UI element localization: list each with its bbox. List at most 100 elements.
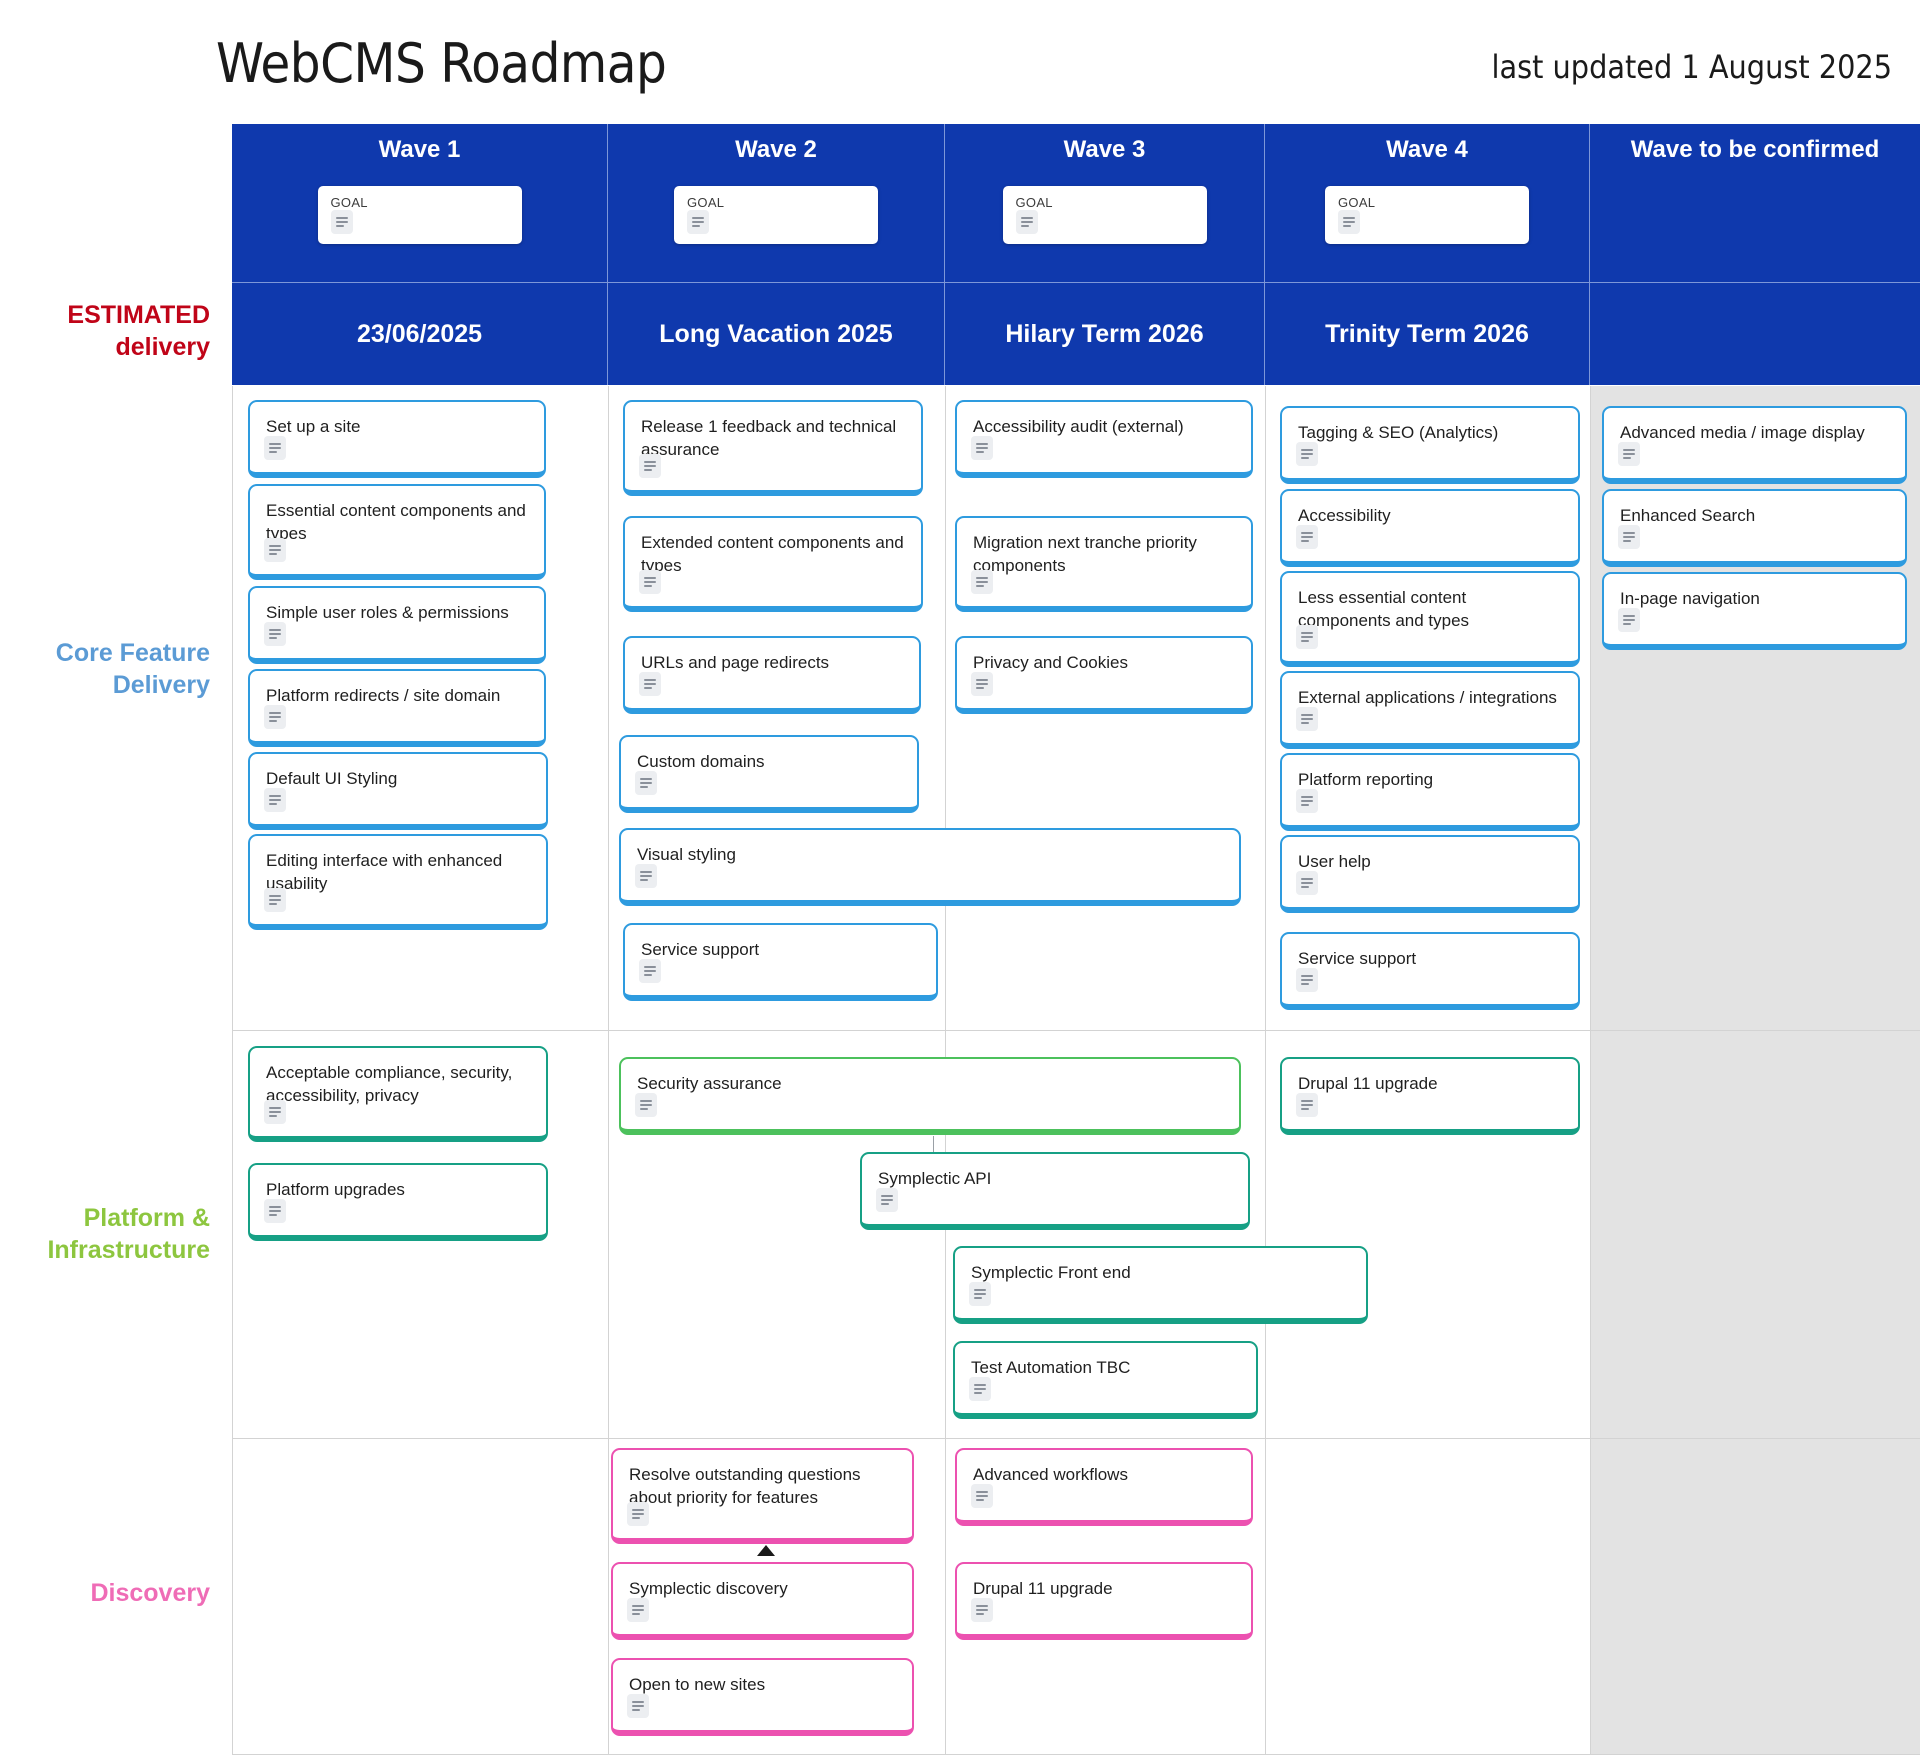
- card-set-up-a-site[interactable]: Set up a site: [248, 400, 546, 478]
- card-title: Enhanced Search: [1620, 506, 1756, 525]
- card-drupal-11-upgrade-discovery[interactable]: Drupal 11 upgrade: [955, 1562, 1253, 1640]
- card-title: Symplectic Front end: [971, 1263, 1131, 1282]
- card-platform-redirects[interactable]: Platform redirects / site domain: [248, 669, 546, 747]
- notes-icon: [639, 672, 661, 696]
- notes-icon: [264, 705, 286, 729]
- row-label-core-line1: Core Feature: [55, 639, 210, 667]
- card-title: Accessibility audit (external): [973, 417, 1184, 436]
- wave-header-tbc: Wave to be confirmed: [1590, 124, 1920, 282]
- card-extended-content-components[interactable]: Extended content components and types: [623, 516, 923, 612]
- card-release-1-feedback[interactable]: Release 1 feedback and technical assuran…: [623, 400, 923, 496]
- card-migration-next-tranche[interactable]: Migration next tranche priority componen…: [955, 516, 1253, 612]
- notes-icon: [969, 1282, 991, 1306]
- wave-title-4: Wave 4: [1386, 136, 1468, 163]
- card-enhanced-search[interactable]: Enhanced Search: [1602, 489, 1907, 567]
- goal-card-wave-1[interactable]: GOAL: [317, 186, 522, 244]
- card-service-support-wave4[interactable]: Service support: [1280, 932, 1580, 1010]
- grid-left-edge: [232, 386, 233, 1755]
- card-in-page-navigation[interactable]: In-page navigation: [1602, 572, 1907, 650]
- card-security-assurance[interactable]: Security assurance: [619, 1057, 1241, 1135]
- card-tagging-and-seo[interactable]: Tagging & SEO (Analytics): [1280, 406, 1580, 484]
- card-title: External applications / integrations: [1298, 688, 1557, 707]
- card-open-to-new-sites[interactable]: Open to new sites: [611, 1658, 914, 1736]
- card-essential-content-components[interactable]: Essential content components and types: [248, 484, 546, 580]
- wave-delivery-4: Trinity Term 2026: [1265, 282, 1590, 385]
- notes-icon: [1618, 525, 1640, 549]
- card-title: Service support: [1298, 949, 1417, 968]
- card-title: Platform reporting: [1298, 770, 1434, 789]
- card-title: Service support: [641, 940, 760, 959]
- notes-icon: [264, 436, 286, 460]
- grid-row-separator-platform-discovery: [232, 1438, 1920, 1439]
- notes-icon: [639, 454, 661, 478]
- card-title: Less essential content components and ty…: [1298, 588, 1470, 630]
- card-simple-user-roles[interactable]: Simple user roles & permissions: [248, 586, 546, 664]
- card-service-support-wave2[interactable]: Service support: [623, 923, 938, 1001]
- notes-icon: [264, 622, 286, 646]
- card-title: User help: [1298, 852, 1371, 871]
- card-accessibility[interactable]: Accessibility: [1280, 489, 1580, 567]
- row-label-estimated-delivery: ESTIMATED delivery: [10, 300, 210, 363]
- card-title: Essential content components and types: [266, 501, 526, 543]
- goal-card-wave-2[interactable]: GOAL: [674, 186, 878, 244]
- card-title: Resolve outstanding questions about prio…: [629, 1465, 861, 1507]
- card-title: Custom domains: [637, 752, 765, 771]
- wave-header-4: Wave 4 GOAL: [1265, 124, 1590, 282]
- card-less-essential-content[interactable]: Less essential content components and ty…: [1280, 571, 1580, 667]
- card-symplectic-api[interactable]: Symplectic API: [860, 1152, 1250, 1230]
- card-platform-reporting[interactable]: Platform reporting: [1280, 753, 1580, 831]
- card-privacy-and-cookies[interactable]: Privacy and Cookies: [955, 636, 1253, 714]
- card-editing-interface[interactable]: Editing interface with enhanced usabilit…: [248, 834, 548, 930]
- card-symplectic-front-end[interactable]: Symplectic Front end: [953, 1246, 1368, 1324]
- notes-icon: [1338, 210, 1360, 234]
- card-default-ui-styling[interactable]: Default UI Styling: [248, 752, 548, 830]
- card-resolve-outstanding-questions[interactable]: Resolve outstanding questions about prio…: [611, 1448, 914, 1544]
- wave-header-2: Wave 2 GOAL: [608, 124, 945, 282]
- card-symplectic-discovery[interactable]: Symplectic discovery: [611, 1562, 914, 1640]
- card-drupal-11-upgrade-platform[interactable]: Drupal 11 upgrade: [1280, 1057, 1580, 1135]
- card-title: Drupal 11 upgrade: [973, 1579, 1113, 1598]
- card-title: Tagging & SEO (Analytics): [1298, 423, 1499, 442]
- card-external-applications[interactable]: External applications / integrations: [1280, 671, 1580, 749]
- card-visual-styling[interactable]: Visual styling: [619, 828, 1241, 906]
- wave-delivery-tbc: [1590, 282, 1920, 385]
- notes-icon: [627, 1598, 649, 1622]
- row-label-platform-line1: Platform &: [83, 1204, 210, 1232]
- row-label-discovery-text: Discovery: [90, 1579, 210, 1607]
- card-urls-and-page-redirects[interactable]: URLs and page redirects: [623, 636, 921, 714]
- card-title: Advanced media / image display: [1620, 423, 1865, 442]
- card-test-automation-tbc[interactable]: Test Automation TBC: [953, 1341, 1258, 1419]
- card-title: Drupal 11 upgrade: [1298, 1074, 1438, 1093]
- wave-delivery-2: Long Vacation 2025: [608, 282, 945, 385]
- card-custom-domains[interactable]: Custom domains: [619, 735, 919, 813]
- card-platform-upgrades[interactable]: Platform upgrades: [248, 1163, 548, 1241]
- card-title: Migration next tranche priority componen…: [973, 533, 1197, 575]
- row-label-estimated-line1: ESTIMATED: [67, 301, 210, 329]
- card-user-help[interactable]: User help: [1280, 835, 1580, 913]
- card-title: Symplectic discovery: [629, 1579, 788, 1598]
- card-title: Platform upgrades: [266, 1180, 405, 1199]
- notes-icon: [639, 959, 661, 983]
- notes-icon: [635, 1093, 657, 1117]
- notes-icon: [1296, 871, 1318, 895]
- goal-card-wave-3[interactable]: GOAL: [1002, 186, 1207, 244]
- grid-column-separator-3: [1265, 386, 1266, 1755]
- goal-card-wave-4[interactable]: GOAL: [1325, 186, 1529, 244]
- row-label-discovery: Discovery: [10, 1578, 210, 1610]
- notes-icon: [971, 1598, 993, 1622]
- card-acceptable-compliance[interactable]: Acceptable compliance, security, accessi…: [248, 1046, 548, 1142]
- notes-icon: [627, 1694, 649, 1718]
- row-label-core-line2: Delivery: [112, 670, 210, 699]
- card-title: Acceptable compliance, security, accessi…: [266, 1063, 513, 1105]
- notes-icon: [264, 888, 286, 912]
- card-title: Default UI Styling: [266, 769, 398, 788]
- card-advanced-media-image-display[interactable]: Advanced media / image display: [1602, 406, 1907, 484]
- card-title: Release 1 feedback and technical assuran…: [641, 417, 897, 459]
- row-label-estimated-line2: delivery: [115, 332, 210, 361]
- card-advanced-workflows[interactable]: Advanced workflows: [955, 1448, 1253, 1526]
- card-accessibility-audit[interactable]: Accessibility audit (external): [955, 400, 1253, 478]
- notes-icon: [264, 1199, 286, 1223]
- notes-icon: [1618, 608, 1640, 632]
- card-title: URLs and page redirects: [641, 653, 830, 672]
- notes-icon: [969, 1377, 991, 1401]
